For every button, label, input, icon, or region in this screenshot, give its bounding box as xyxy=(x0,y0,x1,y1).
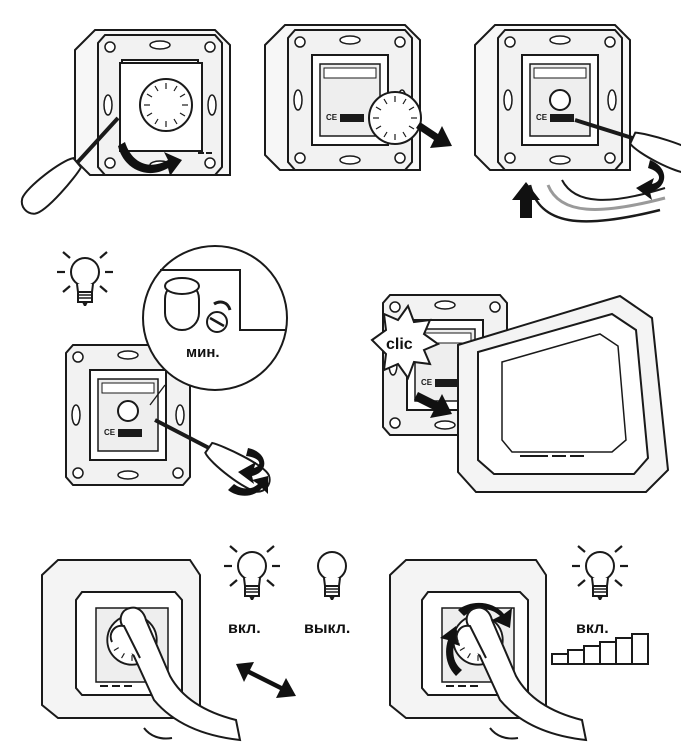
bulb-icon xyxy=(572,546,628,600)
zoom-callout: мин. xyxy=(143,246,287,390)
arrow-icon xyxy=(236,662,296,698)
min-label: мин. xyxy=(186,344,220,361)
bulb-icon xyxy=(224,546,280,600)
on-label-right: вкл. xyxy=(576,620,609,637)
off-label: выкл. xyxy=(304,620,350,637)
clic-label: clic xyxy=(386,336,413,353)
on-label: вкл. xyxy=(228,620,261,637)
step-4-adjust-min: мин. xyxy=(57,246,287,498)
step-3-wiring xyxy=(475,25,681,221)
step-2-pull-knob xyxy=(265,25,452,170)
bulb-icon xyxy=(57,252,113,306)
step-1-remove-cover xyxy=(16,30,230,219)
step-7-rotate-dim: вкл. xyxy=(390,546,648,740)
arrow-icon xyxy=(416,122,452,148)
step-5-clip-frame: clic xyxy=(372,295,668,492)
wall-box xyxy=(75,30,230,175)
knob-icon xyxy=(140,79,192,131)
bulb-icon xyxy=(318,552,346,600)
brightness-steps-icon xyxy=(552,634,648,664)
arrow-icon xyxy=(512,182,540,218)
step-6-press-toggle: вкл. выкл. xyxy=(42,546,350,740)
knob-icon xyxy=(369,92,421,144)
